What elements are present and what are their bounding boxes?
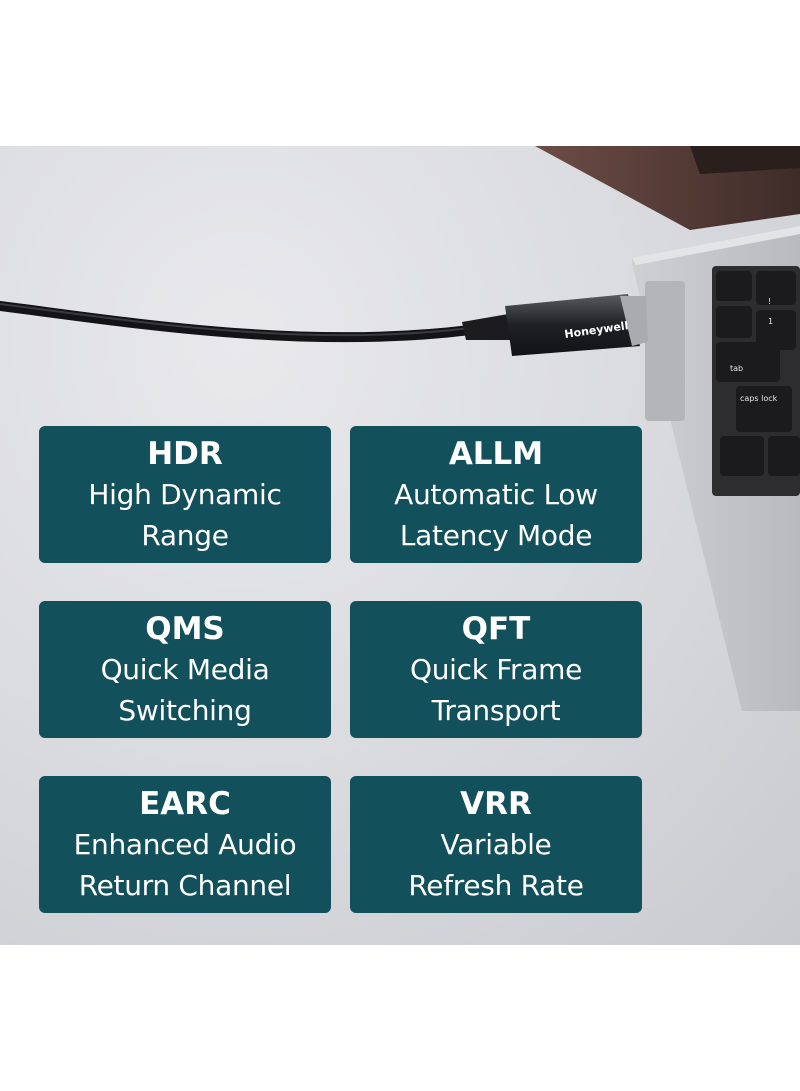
product-photo: tab caps lock ! 1 Honeywell: [0, 146, 800, 711]
laptop-lid: [535, 146, 800, 230]
product-photo-scene: tab caps lock ! 1 Honeywell HDR High Dyn…: [0, 146, 800, 945]
key-label-caps-lock: caps lock: [740, 394, 778, 403]
feature-description: Enhanced Audio Return Channel: [73, 828, 297, 902]
feature-card-earc: EARC Enhanced Audio Return Channel: [39, 776, 331, 913]
feature-abbr: HDR: [147, 436, 223, 472]
feature-abbr: ALLM: [448, 436, 544, 472]
key-label-exclaim: !: [768, 297, 771, 306]
feature-card-qft: QFT Quick Frame Transport: [350, 601, 642, 738]
key-label-tab: tab: [730, 364, 743, 373]
feature-abbr: EARC: [139, 786, 231, 822]
feature-abbr: VRR: [460, 786, 532, 822]
laptop-speaker-grille: [645, 281, 685, 421]
key-label-one: 1: [768, 317, 773, 326]
hdmi-cable: Honeywell: [0, 294, 648, 356]
feature-description: Quick Frame Transport: [409, 653, 582, 727]
hdmi-plug: [505, 294, 640, 356]
feature-card-hdr: HDR High Dynamic Range: [39, 426, 331, 563]
feature-abbr: QMS: [145, 611, 225, 647]
feature-description: High Dynamic Range: [88, 478, 282, 552]
laptop-body: tab caps lock ! 1: [632, 226, 800, 711]
feature-description: Variable Refresh Rate: [408, 828, 584, 902]
feature-card-qms: QMS Quick Media Switching: [39, 601, 331, 738]
laptop-keyboard: tab caps lock ! 1: [712, 266, 800, 496]
feature-card-vrr: VRR Variable Refresh Rate: [350, 776, 642, 913]
feature-abbr: QFT: [461, 611, 531, 647]
feature-card-allm: ALLM Automatic Low Latency Mode: [350, 426, 642, 563]
feature-description: Quick Media Switching: [100, 653, 270, 727]
feature-description: Automatic Low Latency Mode: [394, 478, 598, 552]
